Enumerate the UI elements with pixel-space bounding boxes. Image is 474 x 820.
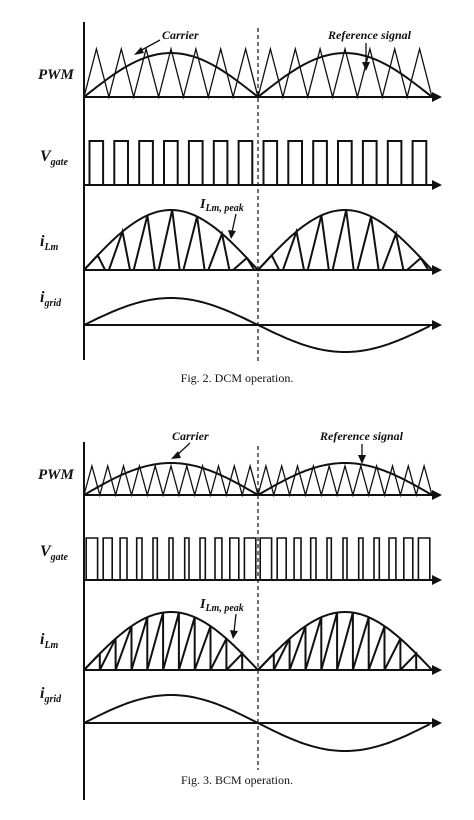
dcm-row-igrid: igrid	[40, 289, 442, 353]
bcm-grid-current-sine	[83, 694, 431, 752]
bcm-ilm-axis-arrow	[432, 665, 442, 675]
bcm-peak-pointer	[233, 613, 237, 633]
bcm-reference-annotation: Reference signal	[319, 429, 404, 443]
bcm-row-vgate: Vgate	[40, 537, 442, 585]
dcm-peak-current-envelope	[83, 209, 433, 272]
bcm-peak-current-envelope	[83, 611, 433, 672]
dcm-reference-sine	[83, 52, 433, 99]
bcm-row-ilm: iLm ILm, peak	[40, 597, 442, 675]
dcm-label-ilm: iLm	[40, 233, 59, 253]
bcm-label-pwm: PWM	[38, 467, 75, 483]
dcm-row-vgate: Vgate	[40, 140, 442, 190]
bcm-pwm-axis-arrow	[432, 490, 442, 500]
bcm-label-igrid: igrid	[40, 685, 62, 705]
dcm-reference-annotation: Reference signal	[327, 28, 412, 42]
dcm-row-pwm: PWM Carrier Reference signal	[38, 28, 442, 102]
bcm-carrier-pointer-head	[171, 451, 181, 459]
bcm-igrid-axis-arrow	[432, 718, 442, 728]
dcm-carrier-pointer-head	[134, 47, 144, 55]
figure-bcm: PWM Carrier Reference signal Vgate iLm I…	[38, 429, 442, 800]
bcm-row-igrid: igrid	[40, 685, 442, 752]
bcm-caption: Fig. 3. BCM operation.	[181, 773, 293, 787]
dcm-vgate-axis-arrow	[432, 180, 442, 190]
dcm-pwm-axis-arrow	[432, 92, 442, 102]
bcm-row-pwm: PWM Carrier Reference signal	[38, 429, 442, 500]
dcm-peak-pointer-head	[228, 230, 236, 239]
dcm-row-ilm: iLm ILm, peak	[40, 197, 442, 275]
figure-dcm: PWM Carrier Reference signal Vgate iLm I…	[38, 22, 442, 385]
dcm-label-igrid: igrid	[40, 289, 62, 309]
dcm-grid-current-sine	[83, 297, 431, 353]
dcm-igrid-axis-arrow	[432, 320, 442, 330]
bcm-reference-pointer-head	[358, 455, 366, 464]
bcm-label-vgate: Vgate	[40, 543, 68, 563]
dcm-peak-annotation: ILm, peak	[199, 197, 244, 214]
dcm-gate-pulse-train	[88, 140, 428, 185]
bcm-label-ilm: iLm	[40, 631, 59, 651]
bcm-peak-pointer-head	[230, 630, 238, 639]
bcm-vgate-axis-arrow	[432, 575, 442, 585]
dcm-carrier-annotation: Carrier	[162, 28, 199, 42]
bcm-gate-pulse-train	[85, 537, 431, 580]
dcm-label-vgate: Vgate	[40, 148, 68, 168]
bcm-reference-sine	[83, 462, 433, 497]
dcm-peak-pointer	[231, 213, 237, 233]
bcm-peak-annotation: ILm, peak	[199, 597, 244, 614]
dcm-reference-pointer-head	[362, 62, 370, 71]
dcm-caption: Fig. 2. DCM operation.	[181, 371, 294, 385]
bcm-carrier-annotation: Carrier	[172, 429, 209, 443]
dcm-ilm-axis-arrow	[432, 265, 442, 275]
dcm-label-pwm: PWM	[38, 67, 75, 83]
